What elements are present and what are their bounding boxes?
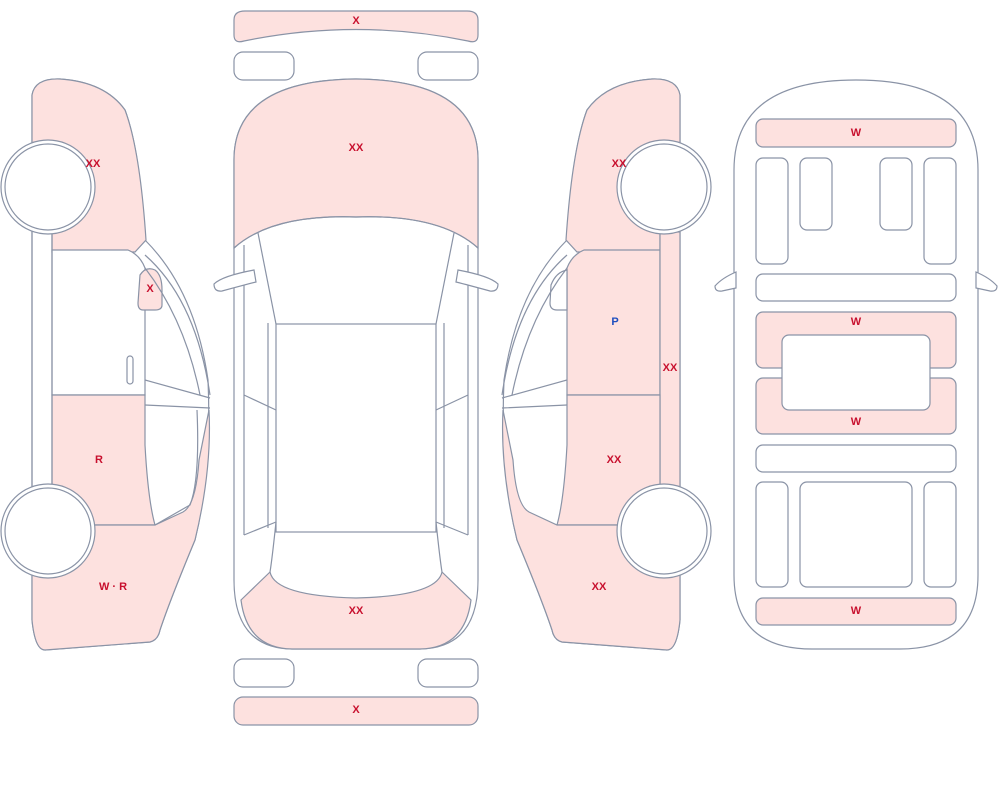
interior-right-front-seat xyxy=(879,157,913,231)
left-mirror-label: X xyxy=(146,283,154,295)
right-rocker-label: XX xyxy=(663,362,678,374)
interior-left-front-seat xyxy=(799,157,833,231)
right-mirror[interactable] xyxy=(549,269,568,311)
top-rear-right-light xyxy=(417,658,479,688)
interior-cargo[interactable] xyxy=(755,597,957,626)
right-rocker[interactable] xyxy=(659,231,681,523)
left-front-door[interactable] xyxy=(51,249,146,396)
right-front-door[interactable] xyxy=(566,249,661,396)
right-rear-wheel-rim xyxy=(620,487,708,575)
top-trunk-label: XX xyxy=(349,605,364,617)
top-front-bumper[interactable] xyxy=(233,10,479,43)
right-front-fender-label: XX xyxy=(612,158,627,170)
right-front-wheel-rim xyxy=(620,143,708,231)
interior-console xyxy=(755,273,957,302)
top-hood-label: XX xyxy=(349,142,364,154)
interior-front-seats-label: W xyxy=(851,316,862,328)
left-pillar-line xyxy=(144,379,211,409)
left-side-view: XX X R W · R xyxy=(0,78,211,651)
top-front-left-light xyxy=(233,51,295,81)
interior-rear-console xyxy=(755,444,957,473)
right-rear-quarter-label: XX xyxy=(592,581,607,593)
left-door-handle[interactable] xyxy=(126,355,134,385)
right-rear-quarter[interactable] xyxy=(501,409,681,651)
right-side-view: XX P XX XX XX xyxy=(501,78,712,651)
left-rear-window-line xyxy=(154,409,199,526)
interior-right-rear-panel xyxy=(923,481,957,588)
right-rear-door-label: XX xyxy=(607,454,622,466)
top-right-side-lines xyxy=(435,245,469,536)
left-rear-quarter-label: W · R xyxy=(99,581,127,593)
left-window-line xyxy=(144,267,201,396)
left-rear-wheel-rim xyxy=(4,487,92,575)
top-rear-bumper-label: X xyxy=(352,704,360,716)
right-window-line xyxy=(511,267,568,396)
interior-view: W W W W xyxy=(714,79,998,650)
interior-right-mirror xyxy=(975,271,998,292)
top-rear-left-light xyxy=(233,658,295,688)
top-a-pillars xyxy=(257,232,455,325)
top-front-right-light xyxy=(417,51,479,81)
left-rear-door-label: R xyxy=(95,454,103,466)
interior-rear-seats-label: W xyxy=(851,416,862,428)
interior-right-front-door-panel xyxy=(923,157,957,265)
interior-left-mirror xyxy=(714,271,737,292)
top-trunk[interactable] xyxy=(240,570,472,650)
interior-cargo-label: W xyxy=(851,605,862,617)
top-windshield xyxy=(233,216,479,249)
right-windshield-line xyxy=(501,254,568,396)
interior-left-rear-panel xyxy=(755,481,789,588)
top-right-mirror xyxy=(455,269,499,292)
left-mirror[interactable] xyxy=(137,268,163,311)
interior-center-panel xyxy=(781,334,931,411)
right-pillar-line xyxy=(501,379,568,409)
top-left-side-lines xyxy=(243,245,277,536)
top-view: X XX XX X xyxy=(213,10,499,726)
top-roof xyxy=(275,323,437,533)
left-rear-quarter[interactable] xyxy=(31,409,211,651)
interior-dashboard[interactable] xyxy=(755,118,957,148)
left-windshield-line xyxy=(144,254,211,396)
top-left-mirror xyxy=(213,269,257,292)
top-rear-bumper[interactable] xyxy=(233,696,479,726)
interior-rear-floor xyxy=(799,481,913,588)
left-front-fender-label: XX xyxy=(86,158,101,170)
top-rear-window xyxy=(269,521,443,573)
right-front-door-label: P xyxy=(611,316,618,328)
top-front-bumper-label: X xyxy=(352,15,360,27)
left-front-wheel-rim xyxy=(4,143,92,231)
interior-left-front-door-panel xyxy=(755,157,789,265)
interior-dashboard-label: W xyxy=(851,127,862,139)
